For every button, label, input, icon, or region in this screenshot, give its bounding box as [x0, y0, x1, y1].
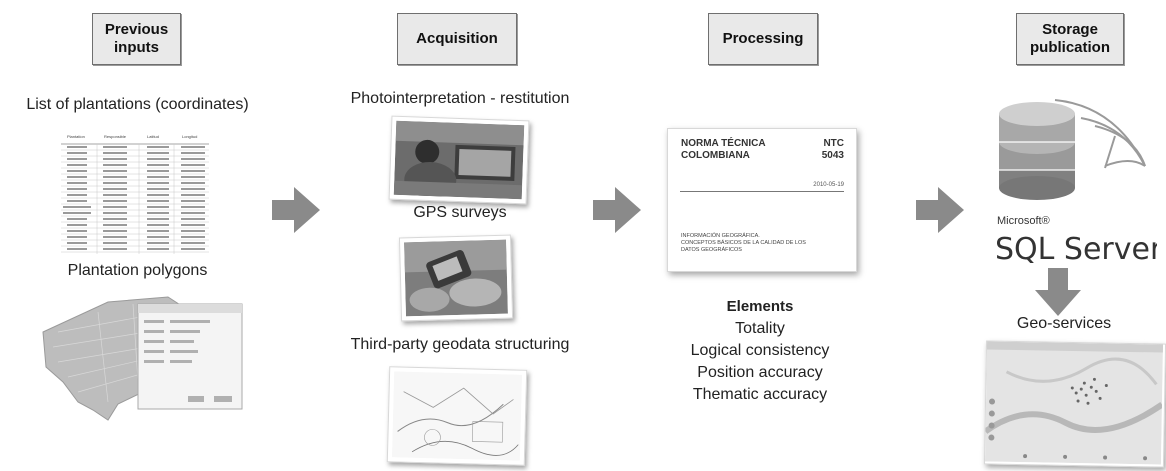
stage-acquisition: Acquisition: [397, 13, 517, 65]
flow-arrow-down: [1035, 268, 1081, 316]
svg-text:Longitud: Longitud: [182, 134, 197, 139]
plantation-polygons-image: [42, 296, 243, 421]
elements-heading: Elements: [726, 298, 794, 315]
stage-processing: Processing: [708, 13, 818, 65]
plantation-table-image: Plantation Responsible Latitud Longitud: [59, 128, 211, 258]
stage-previous-inputs: Previous inputs: [92, 13, 181, 65]
document-number: NTC 5043: [821, 138, 844, 161]
gps-survey-photo: [398, 234, 514, 322]
flow-arrow-1: [272, 187, 320, 233]
list-of-plantations-label: List of plantations (coordinates): [26, 96, 249, 113]
document-title: NORMA TÉCNICA COLOMBIANA: [681, 138, 766, 161]
element-item: Position accuracy: [697, 364, 823, 381]
svg-text:Responsible: Responsible: [104, 134, 127, 139]
gps-surveys-label: GPS surveys: [413, 204, 507, 221]
element-item: Logical consistency: [690, 342, 830, 359]
sql-microsoft-label: Microsoft®: [997, 215, 1050, 227]
stage-storage-publication: Storage publication: [1016, 13, 1124, 65]
sql-server-label: SQL Server: [995, 232, 1157, 266]
svg-text:Plantation: Plantation: [67, 134, 85, 139]
third-party-map-image: [386, 366, 528, 466]
geo-services-map-image: [983, 340, 1166, 468]
ntc-5043-document: NORMA TÉCNICA COLOMBIANA NTC 5043 2010-0…: [667, 128, 857, 272]
photointerpretation-photo: [388, 115, 530, 205]
geo-services-label: Geo-services: [1016, 315, 1112, 332]
element-item: Thematic accuracy: [692, 386, 828, 403]
flow-arrow-3: [916, 187, 964, 233]
document-body: INFORMACIÓN GEOGRÁFICA. CONCEPTOS BÁSICO…: [681, 233, 806, 253]
element-item: Totality: [735, 320, 785, 337]
document-date: 2010-05-19: [813, 182, 844, 188]
plantation-polygons-label: Plantation polygons: [67, 262, 208, 279]
third-party-geodata-label: Third-party geodata structuring: [350, 336, 570, 353]
photointerpretation-label: Photointerpretation - restitution: [350, 90, 570, 107]
flow-arrow-2: [593, 187, 641, 233]
quality-elements-list: Elements Totality Logical consistency Po…: [660, 296, 860, 406]
sql-server-logo: Microsoft® SQL Server: [995, 99, 1157, 266]
svg-text:Latitud: Latitud: [147, 134, 159, 139]
